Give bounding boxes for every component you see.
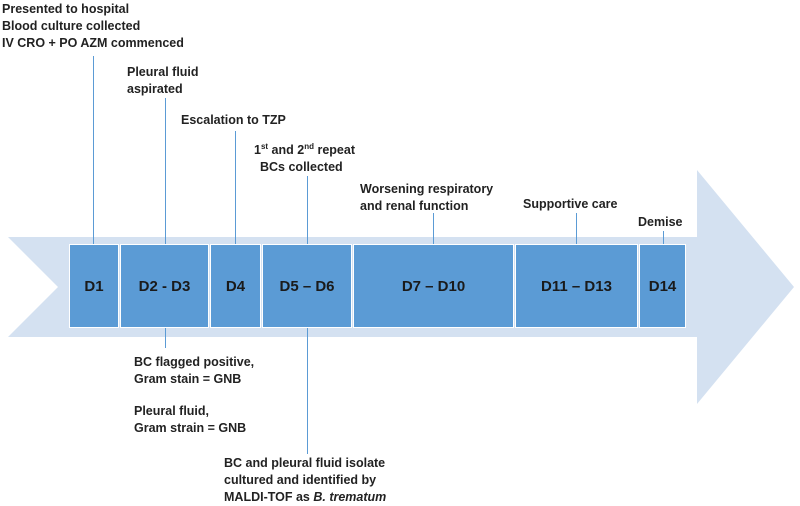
note-d1-line3: IV CRO + PO AZM commenced bbox=[2, 36, 184, 50]
organism-name: B. trematum bbox=[313, 490, 387, 504]
note-d7: Worsening respiratory and renal function bbox=[360, 181, 493, 215]
connector-d5-bottom bbox=[307, 328, 308, 454]
note-d5-bottom-line3: MALDI-TOF as B. trematum bbox=[224, 489, 386, 506]
note-d5-top: 1st and 2nd repeat BCs collected bbox=[254, 142, 355, 176]
note-d2-bottom-line1: BC flagged positive, bbox=[134, 355, 255, 369]
note-d5-bottom: BC and pleural fluid isolate cultured an… bbox=[224, 455, 386, 506]
connector-d7 bbox=[433, 213, 434, 244]
sup-second: nd bbox=[304, 141, 314, 151]
note-d2-top-line2: aspirated bbox=[127, 82, 183, 96]
note-d2-bottom-line3: Pleural fluid, bbox=[134, 404, 210, 418]
day-box-d14: D14 bbox=[639, 244, 686, 328]
connector-d2-top bbox=[165, 98, 166, 244]
connector-d2-bottom bbox=[165, 328, 166, 348]
connector-d4 bbox=[235, 131, 236, 244]
note-d2-bottom: BC flagged positive, Gram stain = GNB Pl… bbox=[134, 354, 254, 437]
ordinal-mid: and 2 bbox=[268, 143, 305, 157]
note-d2-bottom-line2: Gram stain = GNB bbox=[134, 372, 242, 386]
connector-d1 bbox=[93, 56, 94, 244]
note-d5-top-line2: BCs collected bbox=[260, 160, 343, 174]
day-box-d1: D1 bbox=[69, 244, 119, 328]
note-d2-bottom-line4: Gram strain = GNB bbox=[134, 421, 247, 435]
note-d7-line1: Worsening respiratory bbox=[360, 182, 494, 196]
note-d5-bottom-line2: cultured and identified by bbox=[224, 473, 377, 487]
note-d1: Presented to hospital Blood culture coll… bbox=[2, 1, 184, 52]
day-box-d5-d6: D5 – D6 bbox=[262, 244, 352, 328]
note-d1-line2: Blood culture collected bbox=[2, 19, 141, 33]
sup-first: st bbox=[260, 141, 269, 151]
connector-d11 bbox=[576, 213, 577, 244]
connector-d5-top bbox=[307, 176, 308, 244]
note-d14: Demise bbox=[638, 214, 682, 231]
day-box-d4: D4 bbox=[210, 244, 261, 328]
note-d5-top-line1: 1st and 2nd repeat bbox=[254, 142, 355, 159]
note-d4-line1: Escalation to TZP bbox=[181, 113, 286, 127]
day-box-d7-d10: D7 – D10 bbox=[353, 244, 514, 328]
ordinal-first: 1 bbox=[254, 143, 261, 157]
note-d11: Supportive care bbox=[523, 196, 617, 213]
day-box-d2-d3: D2 - D3 bbox=[120, 244, 209, 328]
note-d11-line1: Supportive care bbox=[523, 197, 618, 211]
note-d14-line1: Demise bbox=[638, 215, 683, 229]
day-box-d11-d13: D11 – D13 bbox=[515, 244, 638, 328]
maldi-prefix: MALDI-TOF as bbox=[224, 490, 314, 504]
note-d1-line1: Presented to hospital bbox=[2, 2, 130, 16]
note-d2-top: Pleural fluid aspirated bbox=[127, 64, 199, 98]
note-d5-bottom-line1: BC and pleural fluid isolate bbox=[224, 456, 386, 470]
ordinal-tail: repeat bbox=[313, 143, 355, 157]
note-d2-top-line1: Pleural fluid bbox=[127, 65, 199, 79]
note-d4: Escalation to TZP bbox=[181, 112, 286, 129]
note-d7-line2: and renal function bbox=[360, 199, 469, 213]
connector-d14 bbox=[663, 231, 664, 244]
